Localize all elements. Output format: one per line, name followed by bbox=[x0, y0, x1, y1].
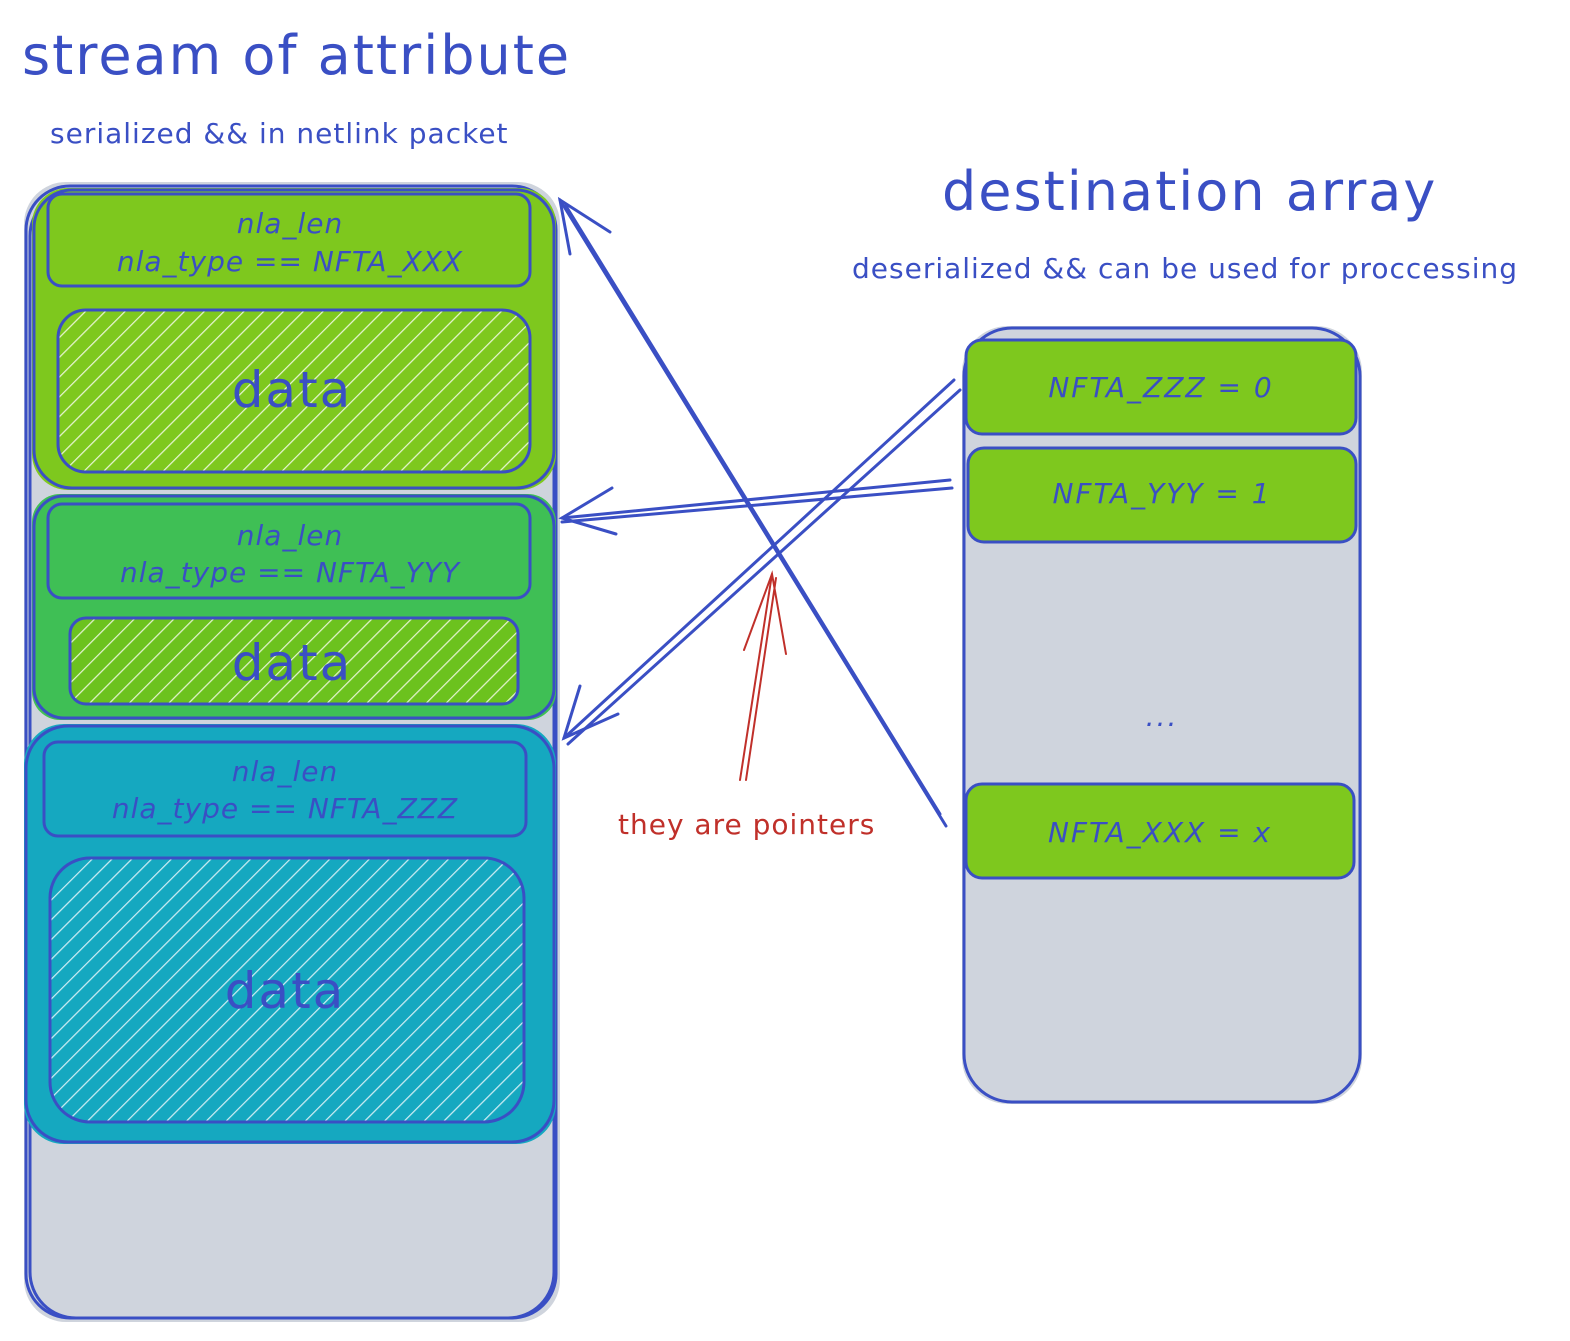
annotation-label: they are pointers bbox=[618, 808, 875, 841]
slot-nfta-yyy: NFTA_YYY = 1 bbox=[966, 446, 1358, 544]
pointer-arrow-xxx bbox=[557, 196, 948, 828]
destination-title: destination array bbox=[942, 160, 1437, 223]
slot-nfta-zzz: NFTA_ZZZ = 0 bbox=[964, 338, 1358, 436]
nla-len-label: nla_len bbox=[237, 207, 343, 240]
destination-subtitle: deserialized && can be used for proccess… bbox=[852, 252, 1518, 285]
ellipsis-label: ... bbox=[1146, 700, 1179, 733]
attribute-nfta-yyy: nla_len nla_type == NFTA_YYY data bbox=[32, 494, 556, 720]
slot-nfta-xxx: NFTA_XXX = x bbox=[964, 782, 1356, 880]
slot-label: NFTA_ZZZ = 0 bbox=[1048, 371, 1273, 404]
stream-subtitle: serialized && in netlink packet bbox=[50, 117, 509, 150]
nla-len-label: nla_len bbox=[237, 519, 343, 552]
attribute-data: data bbox=[48, 856, 526, 1124]
nla-type-label: nla_type == NFTA_XXX bbox=[117, 245, 463, 278]
attribute-header: nla_len nla_type == NFTA_XXX bbox=[46, 192, 532, 288]
attribute-header: nla_len nla_type == NFTA_ZZZ bbox=[42, 740, 528, 838]
data-label: data bbox=[225, 962, 346, 1020]
data-label: data bbox=[232, 361, 353, 419]
annotation-arrow bbox=[739, 570, 787, 781]
attribute-nfta-xxx: nla_len nla_type == NFTA_XXX data bbox=[32, 188, 556, 490]
attribute-nfta-zzz: nla_len nla_type == NFTA_ZZZ data bbox=[24, 724, 556, 1144]
pointer-arrow-zzz bbox=[561, 378, 962, 746]
data-label: data bbox=[232, 634, 353, 692]
stream-title: stream of attribute bbox=[22, 24, 571, 87]
nla-type-label: nla_type == NFTA_ZZZ bbox=[112, 792, 458, 825]
attribute-data: data bbox=[56, 308, 532, 474]
slot-label: NFTA_YYY = 1 bbox=[1052, 477, 1271, 510]
nla-type-label: nla_type == NFTA_YYY bbox=[120, 556, 461, 589]
attribute-data: data bbox=[68, 616, 520, 706]
nla-len-label: nla_len bbox=[232, 755, 338, 788]
slot-label: NFTA_XXX = x bbox=[1048, 816, 1272, 849]
pointer-arrow-yyy bbox=[558, 478, 954, 536]
attribute-header: nla_len nla_type == NFTA_YYY bbox=[46, 502, 532, 600]
